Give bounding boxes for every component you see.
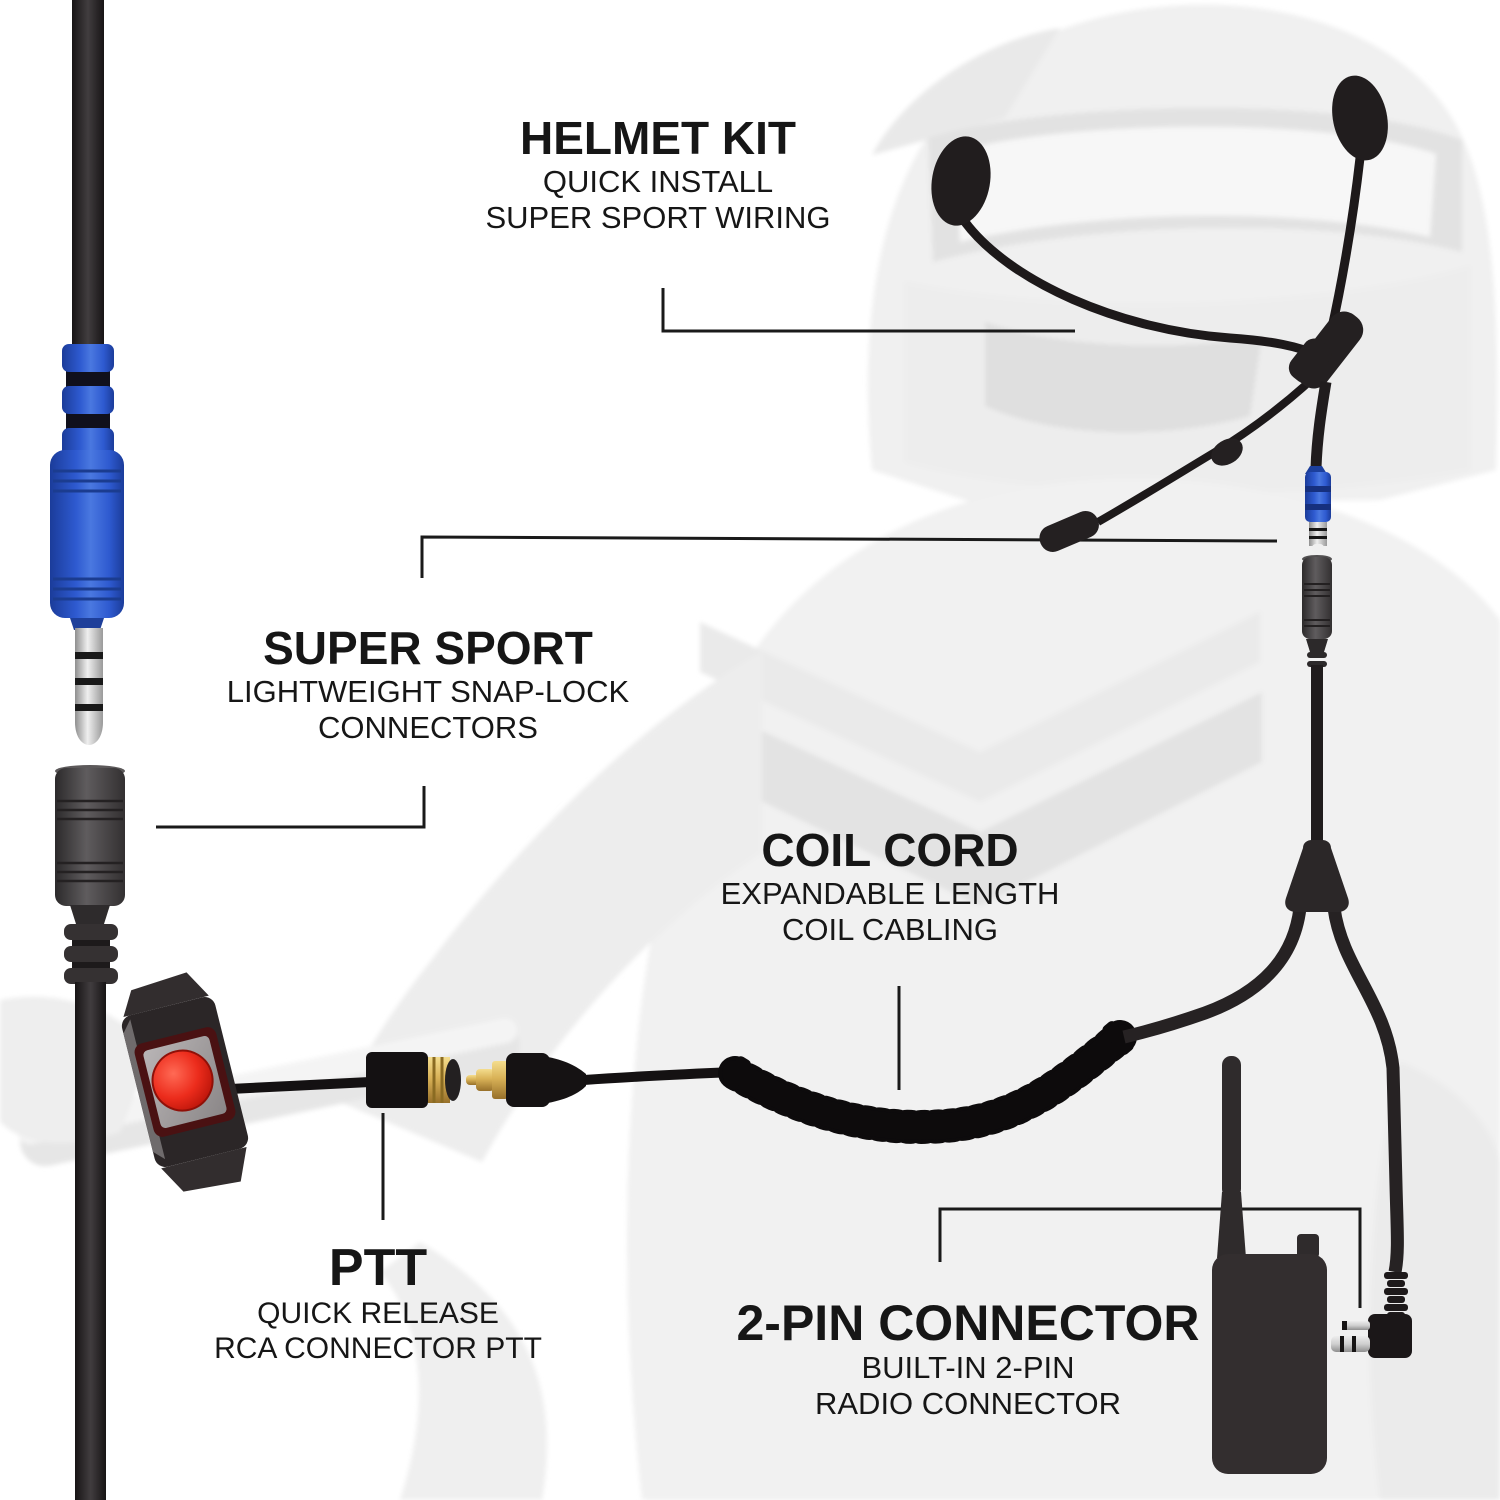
coil-cord-line1: EXPANDABLE LENGTH xyxy=(720,876,1060,911)
two-pin-upper-pin xyxy=(1342,1321,1370,1330)
ptt-line2: RCA CONNECTOR PTT xyxy=(214,1332,542,1365)
connector-barrel xyxy=(50,450,124,618)
helmet-speaker-left xyxy=(931,136,991,226)
radio-knob xyxy=(1297,1234,1319,1258)
helmet-kit-line2: SUPER SPORT WIRING xyxy=(485,200,831,235)
helmet-kit-title: HELMET KIT xyxy=(520,112,796,164)
ptt-title: PTT xyxy=(328,1239,428,1297)
ptt-red-button xyxy=(151,1049,214,1112)
cable xyxy=(75,982,106,1500)
super-sport-line1: LIGHTWEIGHT SNAP-LOCK xyxy=(226,674,630,709)
handheld-radio-icon xyxy=(1212,1056,1327,1474)
helmet-kit-headset-icon xyxy=(931,75,1388,552)
coil-cord-icon xyxy=(718,1020,1137,1144)
radio-body xyxy=(1212,1254,1327,1474)
two-pin-line2: RADIO CONNECTOR xyxy=(814,1386,1122,1421)
label-helmet-kit: HELMET KIT QUICK INSTALL SUPER SPORT WIR… xyxy=(485,112,830,236)
splitter-body xyxy=(1285,840,1349,912)
rider-jersey-chevron-lower xyxy=(700,692,1262,906)
rider-lower-body-fold xyxy=(380,1242,547,1500)
helmet-kit-line1: QUICK INSTALL xyxy=(542,164,774,199)
callout-line-helmet-kit xyxy=(661,288,1075,333)
callout-line-super-sport-right xyxy=(420,535,1278,578)
helmet-speaker-right xyxy=(1332,75,1388,161)
super-sport-line2: CONNECTORS xyxy=(318,710,538,745)
boom-mic xyxy=(1039,510,1099,552)
rca-quick-release-icon xyxy=(366,1052,736,1108)
rca-cable xyxy=(583,1067,736,1085)
rider-goggles-lens xyxy=(955,126,1436,242)
headset-wire-right xyxy=(1326,157,1365,333)
mini-blue-male xyxy=(1305,472,1331,522)
two-pin-connector-icon xyxy=(1331,1272,1412,1358)
splitter-leg-left xyxy=(1122,907,1307,1044)
label-super-sport: SUPER SPORT LIGHTWEIGHT SNAP-LOCK CONNEC… xyxy=(227,622,630,746)
coil-cord-line2: COIL CABLING xyxy=(782,912,998,947)
coil-cord-title: COIL CORD xyxy=(761,824,1019,876)
callout-line-two-pin xyxy=(938,1207,1362,1308)
mini-black-female xyxy=(1302,555,1332,850)
two-pin-lower-pin xyxy=(1331,1336,1370,1352)
boom-hinge xyxy=(1211,438,1243,466)
super-sport-male-connector-icon xyxy=(50,0,124,745)
cable xyxy=(72,0,104,352)
rider-jersey-chevron-upper xyxy=(700,612,1260,802)
radio-antenna xyxy=(1222,1056,1241,1198)
ptt-line1: QUICK RELEASE xyxy=(257,1297,499,1330)
connector-barrel xyxy=(55,768,125,906)
rider-mouth-vent xyxy=(985,322,1262,433)
junction-down-cable xyxy=(1310,381,1332,469)
rider-right-arm xyxy=(1369,1062,1500,1500)
trrs-plug-icon xyxy=(75,628,103,745)
label-two-pin-connector: 2-PIN CONNECTOR BUILT-IN 2-PIN RADIO CON… xyxy=(736,1296,1199,1422)
mini-snap-lock-connectors-icon xyxy=(1302,466,1332,850)
rca-male-connector xyxy=(466,1053,736,1107)
rca-female-connector xyxy=(366,1052,461,1108)
label-coil-cord: COIL CORD EXPANDABLE LENGTH COIL CABLING xyxy=(721,824,1060,948)
headset-wire-left xyxy=(961,219,1322,361)
super-sport-female-connector-icon xyxy=(55,765,125,1500)
two-pin-body xyxy=(1368,1314,1412,1358)
two-pin-line1: BUILT-IN 2-PIN xyxy=(861,1350,1075,1385)
callout-line-super-sport-left xyxy=(156,786,426,829)
two-pin-title: 2-PIN CONNECTOR xyxy=(736,1295,1200,1351)
ptt-button-icon xyxy=(121,972,249,1192)
callout-lines xyxy=(156,288,1362,1308)
rider-helmet-visor xyxy=(872,28,1060,155)
splitter-leg-right xyxy=(1327,907,1404,1274)
label-ptt: PTT QUICK RELEASE RCA CONNECTOR PTT xyxy=(214,1240,542,1366)
boom-wire xyxy=(1096,369,1323,526)
super-sport-title: SUPER SPORT xyxy=(263,622,593,674)
headset-junction-block xyxy=(1288,311,1364,389)
y-splitter-icon xyxy=(1122,840,1404,1274)
